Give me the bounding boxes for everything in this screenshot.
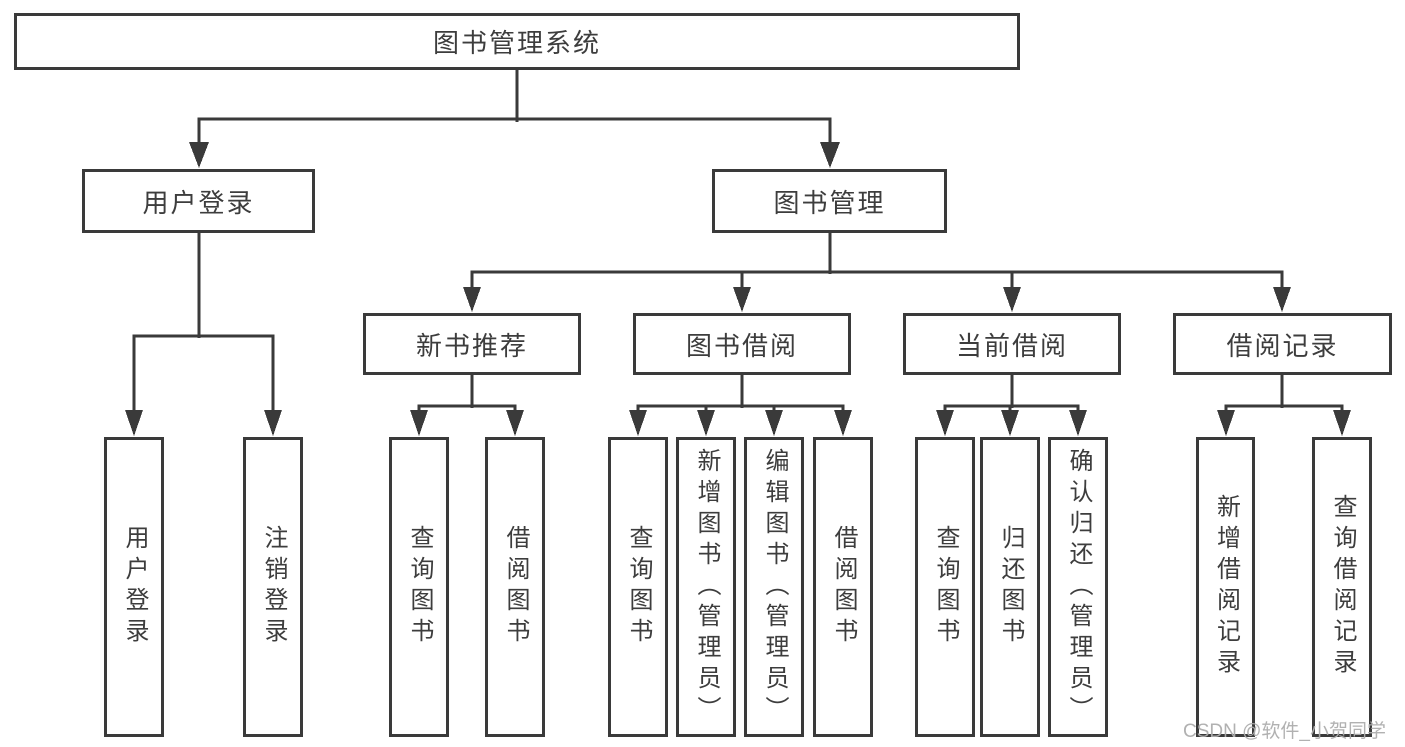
connector-current-to-leaves [936, 375, 1087, 436]
node-root-system: 图书管理系统 [14, 13, 1020, 70]
node-leaf-add-book-admin: 新增图书（管理员） [676, 437, 736, 737]
connector-records-to-leaves [1217, 375, 1351, 436]
node-new-book-recommend: 新书推荐 [363, 313, 581, 375]
node-borrowing-records: 借阅记录 [1173, 313, 1392, 375]
connector-root-to-level2 [189, 70, 840, 168]
node-book-borrowing: 图书借阅 [633, 313, 851, 375]
connector-borrowing-to-leaves [629, 375, 852, 436]
node-leaf-confirm-return-admin: 确认归还（管理员） [1048, 437, 1108, 737]
node-leaf-query-borrow-record: 查询借阅记录 [1312, 437, 1372, 737]
node-leaf-user-login: 用户登录 [104, 437, 164, 737]
connector-userlogin-to-leaves [125, 233, 282, 436]
node-book-management: 图书管理 [712, 169, 947, 233]
node-leaf-borrow-books-recommend: 借阅图书 [485, 437, 545, 737]
node-leaf-return-book: 归还图书 [980, 437, 1040, 737]
node-user-login: 用户登录 [82, 169, 315, 233]
node-leaf-query-books-current: 查询图书 [915, 437, 975, 737]
node-leaf-edit-book-admin: 编辑图书（管理员） [744, 437, 804, 737]
connector-newbook-to-leaves [410, 375, 524, 436]
node-leaf-add-borrow-record: 新增借阅记录 [1196, 437, 1255, 737]
node-leaf-query-books-recommend: 查询图书 [389, 437, 449, 737]
node-current-borrowing: 当前借阅 [903, 313, 1121, 375]
node-leaf-borrow-books-borrowing: 借阅图书 [813, 437, 873, 737]
node-leaf-logout: 注销登录 [243, 437, 303, 737]
node-leaf-query-books-borrowing: 查询图书 [608, 437, 668, 737]
connector-bookmgmt-to-level3 [463, 233, 1291, 312]
csdn-watermark: CSDN @软件_小贺同学 [1183, 721, 1386, 742]
